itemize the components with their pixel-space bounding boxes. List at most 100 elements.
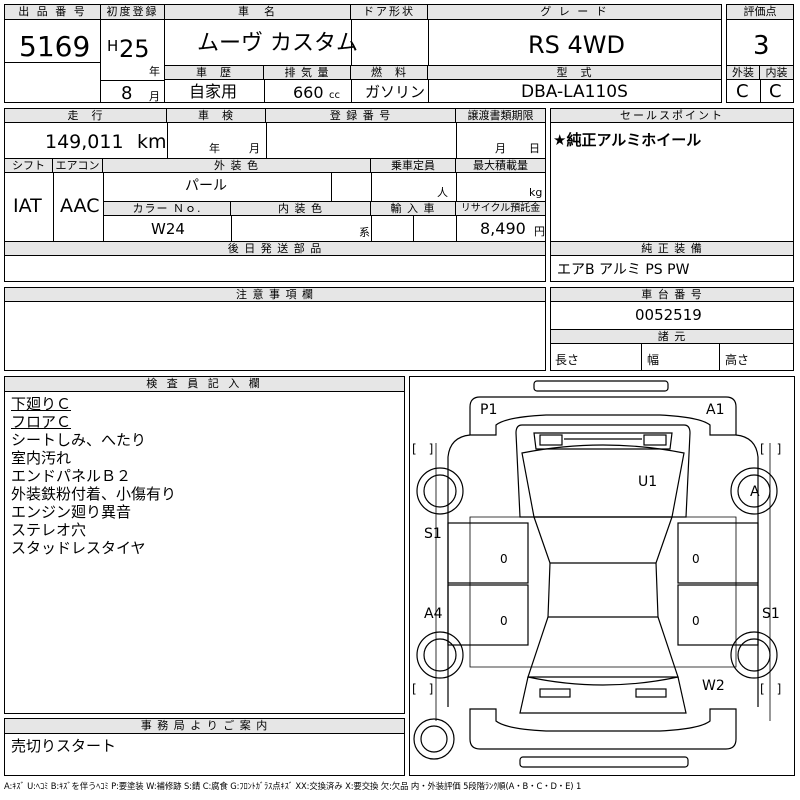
inspector-note-line: エンジン廻り異音 [11,503,132,521]
damage-diagram: P1 A1 U1 A S1 A4 S1 W2 0 0 0 0 [ ] [ ] [… [409,376,795,776]
car-info-block: 車 名 ドア形状 グ レ ー ド ムーヴ カスタム RS 4WD 車 歴 排 気… [164,4,722,103]
transfer-docs-label: 譲渡書類期限 [456,109,545,123]
door-marker: 0 [692,614,700,628]
bracket-marker: [ ] [760,682,782,696]
max-load-unit: kg [529,186,543,199]
damage-mark-s1-right: S1 [762,606,780,622]
damage-mark-s1-left: S1 [424,526,442,542]
equipment-label: 純 正 装 備 [551,242,793,256]
damage-mark-w2: W2 [702,678,725,694]
reg-year: 25 [119,35,150,63]
first-registration-cell: 初度登録 H 25 年 8 月 [101,4,165,103]
inspection-month-unit: 月 [249,142,260,155]
lot-number-label: 出 品 番 号 [5,5,100,20]
interior-label: 内装 [760,66,793,80]
office-guidance-label: 事 務 局 よ り ご 案 内 [5,719,404,734]
interior-score: C [769,81,782,102]
displacement-label: 排 気 量 [264,66,351,80]
chassis-cell: 車 台 番 号 0052519 諸 元 長さ 幅 高さ [550,287,794,371]
recycle-label: リサイクル預託金 [456,202,545,216]
equipment-text: エアB アルミ PS PW [557,262,690,278]
grade-label: グ レ ー ド [428,5,721,20]
damage-mark-a1: A1 [706,402,725,418]
model: DBA-LA110S [521,82,628,102]
chassis-label: 車 台 番 号 [551,288,793,302]
ext-color-label: 外 装 色 [103,159,371,173]
office-guidance-text: 売切りスタート [11,737,117,755]
ac-label: エアコン [53,159,103,173]
damage-mark-a4: A4 [424,606,443,622]
chassis-number: 0052519 [635,306,702,324]
inspector-note-line: シートしみ、へたり [11,431,147,449]
ac: AAC [60,195,100,217]
score: 3 [753,31,770,61]
displacement-unit: cc [329,90,340,101]
lot-number: 5169 [19,30,91,63]
office-guidance-cell: 事 務 局 よ り ご 案 内 売切りスタート [4,718,405,776]
bracket-marker: [ ] [412,442,434,456]
door-marker: 0 [692,552,700,566]
capacity-unit: 人 [437,186,448,199]
door-marker: 0 [500,614,508,628]
score-cell: 評価点 3 外装 内装 C C [726,4,794,103]
damage-mark-p1: P1 [480,402,498,418]
car-outline-svg [413,380,778,768]
displacement: 660 [293,83,324,102]
width-label: 幅 [647,353,660,367]
length-label: 長さ [555,353,580,367]
transfer-month-unit: 月 [495,142,506,155]
inspector-notes-label: 検 査 員 記 入 欄 [5,377,404,392]
era: H [107,37,119,55]
exterior-score: C [736,81,749,102]
car-name-label: 車 名 [165,5,351,20]
model-label: 型 式 [428,66,721,80]
inspector-note-line: 室内汚れ [11,449,72,467]
color-no: W24 [151,220,185,238]
exterior-label: 外装 [727,66,760,80]
max-load-label: 最大積載量 [456,159,545,173]
capacity-label: 乗車定員 [371,159,456,173]
inspector-note-line: エンドパネルＢ２ [11,467,132,485]
reg-month: 8 [121,83,133,104]
fuel: ガソリン [365,83,426,101]
later-parts-label: 後 日 発 送 部 品 [5,242,545,256]
grade: RS 4WD [528,31,626,59]
door-label: ドア形状 [351,5,428,20]
reg-number-label: 登 録 番 号 [266,109,456,123]
notes-cell: 注 意 事 項 欄 [4,287,546,371]
import-label: 輸 入 車 [371,202,456,216]
shift-label: シフト [5,159,53,173]
lot-number-cell: 出 品 番 号 5169 [4,4,101,103]
color-no-label: カラー Ｎｏ. [104,202,231,216]
notes-label: 注 意 事 項 欄 [5,288,545,302]
dimensions-label: 諸 元 [551,330,793,344]
first-registration-label: 初度登録 [101,5,164,20]
inspector-note-line: 下廻りＣ [11,395,72,413]
inspection-label: 車 検 [167,109,266,123]
selling-point-text: ★純正アルミホイール [553,131,702,149]
selling-point-cell: セールスポイント ★純正アルミホイール [550,108,794,242]
bracket-marker: [ ] [760,442,782,456]
fuel-label: 燃 料 [351,66,428,80]
int-color-unit: 系 [359,226,370,239]
inspector-notes-cell: 検 査 員 記 入 欄 下廻りＣ フロアＣ シートしみ、へたり 室内汚れ エンド… [4,376,405,714]
shift: IAT [13,195,42,217]
mileage-unit: km [137,131,167,153]
year-unit: 年 [149,65,160,78]
history: 自家用 [189,82,238,101]
inspector-note-line: 外装鉄粉付着、小傷有り [11,485,177,503]
bracket-marker: [ ] [412,682,434,696]
legend-text: A:ｷｽﾞ U:ﾍｺﾐ B:ｷｽﾞを伴うﾍｺﾐ P:要塗装 W:補修跡 S:錆 … [4,781,582,791]
transfer-day-unit: 日 [529,142,540,155]
history-label: 車 歴 [165,66,264,80]
selling-point-label: セールスポイント [551,109,793,123]
month-unit: 月 [149,90,160,103]
score-label: 評価点 [727,5,793,20]
car-name: ムーヴ カスタム [197,31,358,56]
inspector-note-line: フロアＣ [11,413,72,431]
damage-mark-u1: U1 [638,474,658,490]
int-color-label: 内 装 色 [231,202,371,216]
damage-mark-a: A [750,484,760,500]
equipment-cell: 純 正 装 備 エアB アルミ PS PW [550,241,794,282]
later-parts-cell: 後 日 発 送 部 品 [4,241,546,282]
